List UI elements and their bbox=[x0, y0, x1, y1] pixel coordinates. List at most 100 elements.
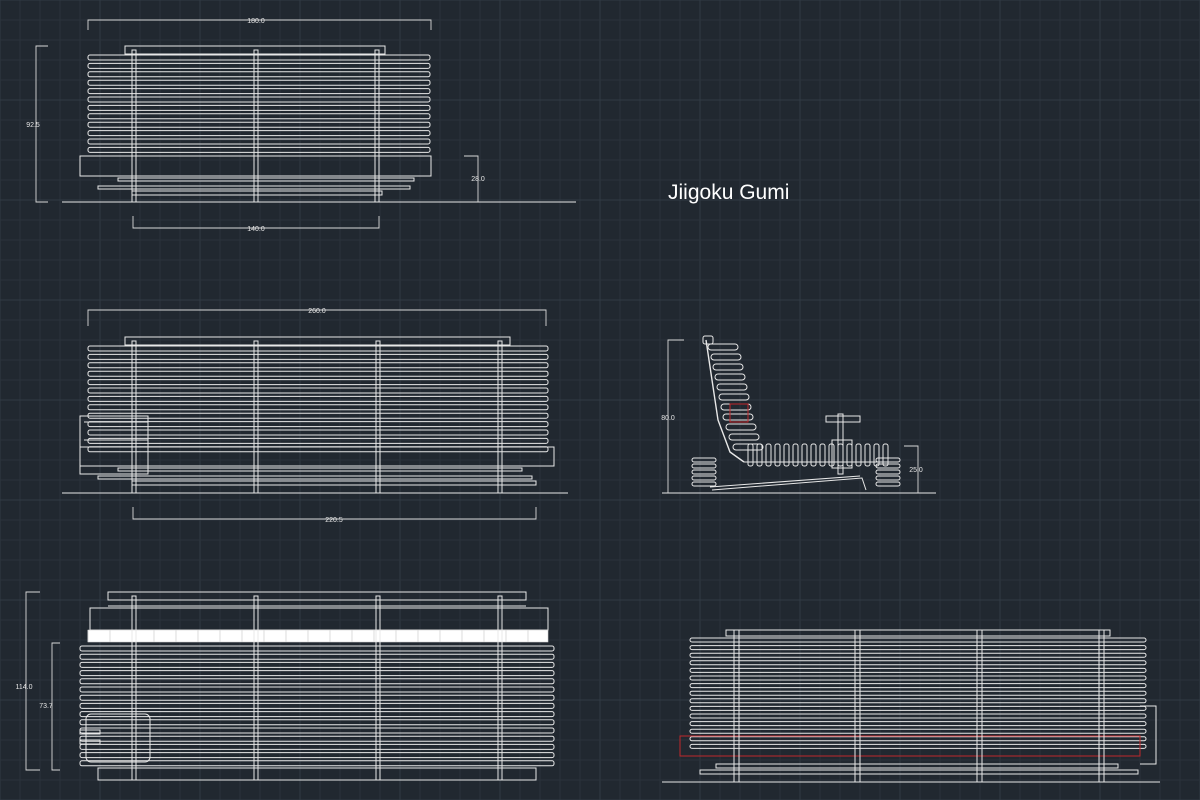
dim-base bbox=[132, 216, 380, 229]
base-wedge-top bbox=[709, 475, 861, 488]
slat bbox=[87, 429, 549, 436]
arm-detail bbox=[79, 739, 101, 745]
slat bbox=[87, 437, 549, 444]
slat bbox=[79, 694, 555, 701]
slat bbox=[689, 645, 1147, 651]
slat bbox=[689, 675, 1147, 681]
arm-block bbox=[85, 713, 151, 763]
slat bbox=[79, 711, 555, 718]
side-bracket bbox=[1140, 705, 1157, 765]
slat bbox=[79, 727, 555, 734]
post bbox=[131, 595, 137, 781]
back-slat bbox=[707, 343, 739, 351]
slat bbox=[87, 370, 549, 377]
slat bbox=[87, 62, 431, 69]
slat bbox=[79, 735, 555, 742]
seat-slat bbox=[792, 443, 799, 467]
front-post bbox=[837, 413, 844, 475]
seat-slat bbox=[846, 443, 853, 467]
post bbox=[497, 595, 503, 781]
slat bbox=[87, 362, 549, 369]
foot-slat bbox=[875, 469, 901, 475]
arm-box bbox=[79, 415, 149, 475]
seat-base bbox=[79, 446, 555, 467]
dim-depth-label: 114.0 bbox=[16, 684, 33, 691]
plan-view: 114.0 73.7 bbox=[16, 591, 555, 781]
slat bbox=[689, 713, 1147, 719]
dim-height bbox=[667, 339, 684, 493]
slat bbox=[79, 661, 555, 668]
foot-slat bbox=[691, 457, 717, 463]
slat bbox=[87, 395, 549, 402]
backrest-rail bbox=[107, 591, 527, 601]
plan-base bbox=[97, 767, 537, 781]
foot-slat bbox=[875, 463, 901, 469]
back-spine bbox=[705, 339, 745, 463]
dim-base-label: 140.0 bbox=[247, 226, 265, 233]
seat-slat bbox=[747, 443, 754, 467]
dim-height bbox=[35, 45, 48, 203]
back-slat bbox=[720, 403, 752, 411]
foot-bar bbox=[117, 467, 523, 472]
slat bbox=[689, 728, 1147, 734]
highlight-band bbox=[679, 735, 1141, 757]
back-slat bbox=[718, 393, 750, 401]
floor-bar bbox=[97, 475, 533, 480]
slat bbox=[87, 421, 549, 428]
foot-slat bbox=[875, 481, 901, 487]
seat-slat bbox=[774, 443, 781, 467]
seat-slat bbox=[882, 443, 889, 467]
post bbox=[374, 49, 380, 203]
dim-width-label: 260.0 bbox=[308, 308, 326, 315]
slat bbox=[79, 686, 555, 693]
slat bbox=[87, 412, 549, 419]
arm-detail bbox=[79, 729, 101, 735]
front-block bbox=[831, 439, 853, 469]
dim-width bbox=[87, 309, 547, 326]
slat bbox=[79, 752, 555, 759]
top-rail bbox=[124, 45, 386, 55]
dim-depth bbox=[25, 591, 40, 771]
slat bbox=[87, 121, 431, 128]
front-cap bbox=[825, 415, 861, 423]
back-slat bbox=[722, 413, 754, 421]
dim-height-label: 80.0 bbox=[661, 415, 675, 422]
slat bbox=[689, 660, 1147, 666]
slat bbox=[87, 130, 431, 137]
slat bbox=[87, 353, 549, 360]
post bbox=[131, 49, 137, 203]
floor-plate bbox=[131, 480, 537, 486]
back-slat bbox=[725, 423, 757, 431]
dim-width bbox=[87, 19, 432, 30]
floor-plate bbox=[131, 190, 383, 196]
long-elevation: 260.0 220.5 bbox=[62, 308, 568, 524]
seat-slat bbox=[765, 443, 772, 467]
slat bbox=[87, 113, 431, 120]
foot-slat bbox=[875, 457, 901, 463]
post bbox=[375, 595, 381, 781]
slat bbox=[79, 645, 555, 652]
slat bbox=[689, 736, 1147, 742]
dim-width-label: 180.0 bbox=[247, 18, 265, 25]
side-section: 80.0 25.0 bbox=[661, 335, 936, 494]
back-slat bbox=[728, 433, 760, 441]
slat bbox=[689, 637, 1147, 643]
post bbox=[253, 49, 259, 203]
seat-slat bbox=[810, 443, 817, 467]
post bbox=[375, 340, 381, 494]
slat bbox=[87, 79, 431, 86]
foot-slat bbox=[691, 463, 717, 469]
top-rail bbox=[725, 629, 1111, 637]
back-slat bbox=[712, 363, 744, 371]
slat bbox=[689, 743, 1147, 749]
seat-slat bbox=[873, 443, 880, 467]
dim-inner-label: 73.7 bbox=[39, 703, 53, 710]
cushion bbox=[87, 629, 549, 643]
slat bbox=[79, 678, 555, 685]
seat-slat bbox=[819, 443, 826, 467]
slat bbox=[87, 104, 431, 111]
backrest-top bbox=[89, 607, 549, 631]
